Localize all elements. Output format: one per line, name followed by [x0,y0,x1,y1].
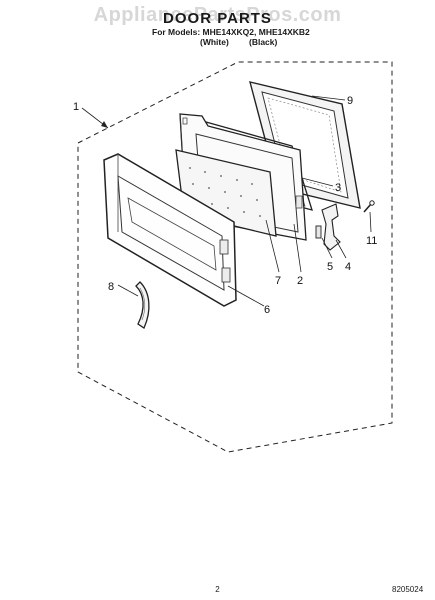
document-number: 8205024 [392,585,424,594]
page-number: 2 [215,585,220,594]
variant-white: (White) [200,37,229,47]
part-door-latch [321,203,341,251]
part-latch-spring [315,225,322,239]
callout-7: 7 [275,275,281,287]
callout-8: 8 [108,281,114,293]
assembly-boundary [77,61,393,453]
part-door-outer-panel [103,153,237,307]
callout-2: 2 [297,275,303,287]
part-door-handle [135,281,150,329]
page-title: DOOR PARTS [163,10,272,27]
models-line: For Models: MHE14XKQ2, MHE14XKB2 [152,27,310,37]
callout-11: 11 [366,235,377,247]
callout-3: 3 [335,182,341,194]
callout-4: 4 [345,261,351,273]
callout-6: 6 [264,304,270,316]
variant-black: (Black) [249,37,278,47]
watermark: AppliancePartsPros.com [93,4,342,26]
part-screw [363,200,375,213]
callout-9: 9 [347,95,353,107]
leader-arrowhead [101,121,108,128]
callout-5: 5 [327,261,333,273]
callout-1: 1 [73,101,79,113]
